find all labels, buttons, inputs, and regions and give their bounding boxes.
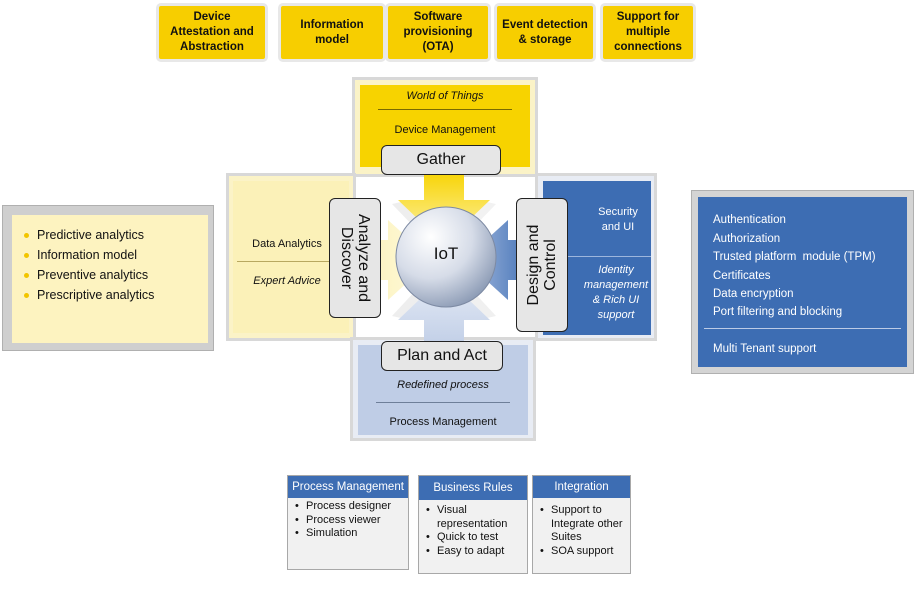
bottom-quadrant-subtitle: Redefined process (397, 379, 489, 391)
feature-box-information-model: Information model (278, 3, 386, 62)
integration-box: Integration Support to Integrate other S… (532, 475, 631, 574)
analytics-list: Predictive analytics Information model P… (24, 225, 154, 305)
iot-label: IoT (433, 244, 459, 263)
pill-design-and-control-label: Design and Control (525, 224, 559, 306)
iot-sphere (395, 206, 497, 308)
bullet-icon (24, 253, 29, 259)
right-quadrant-divider (565, 256, 651, 257)
security-item: Certificates (713, 270, 771, 282)
list-item: Visual representation (425, 504, 525, 531)
list-item: Process viewer (294, 514, 406, 528)
arrow-up-light-blue (398, 276, 490, 350)
security-panel: Authentication Authorization Trusted pla… (691, 190, 914, 374)
right-quadrant-subtitle: Identity management & Rich UI support (583, 264, 649, 321)
top-quadrant-subtitle: World of Things (406, 90, 484, 102)
feature-box-device-attestation: Device Attestation and Abstraction (156, 3, 268, 62)
box-header: Process Management (288, 476, 408, 498)
security-item: Data encryption (713, 288, 794, 300)
bottom-quadrant-title: Process Management (389, 416, 497, 428)
pill-gather: Gather (381, 145, 501, 175)
security-item: Authorization (713, 233, 781, 245)
bullet-icon (24, 293, 29, 299)
top-quadrant-divider (378, 109, 512, 110)
process-management-box: Process Management Process designer Proc… (287, 475, 409, 570)
list-item: Prescriptive analytics (24, 285, 154, 305)
feature-box-multiple-connections: Support for multiple connections (600, 3, 696, 62)
list-item: Process designer (294, 500, 406, 514)
box-list: Process designer Process viewer Simulati… (294, 500, 406, 541)
security-footer: Multi Tenant support (713, 343, 817, 355)
business-rules-box: Business Rules Visual representation Qui… (418, 475, 528, 574)
list-item: Quick to test (425, 531, 525, 545)
feature-box-event-detection: Event detection & storage (494, 3, 596, 62)
list-item: Simulation (294, 527, 406, 541)
feature-box-software-provisioning: Software provisioning (OTA) (385, 3, 491, 62)
list-item: Predictive analytics (24, 225, 154, 245)
security-panel-divider (704, 328, 901, 329)
left-quadrant-subtitle: Expert Advice (253, 275, 321, 287)
box-list: Visual representation Quick to test Easy… (425, 504, 525, 558)
left-quadrant-title: Data Analytics (252, 238, 322, 250)
pill-analyze-and-discover: Analyze and Discover (329, 198, 381, 318)
list-item-label: Information model (37, 248, 138, 262)
list-item-label: Prescriptive analytics (37, 288, 155, 302)
box-header: Business Rules (419, 476, 527, 500)
list-item: Support to Integrate other Suites (539, 504, 628, 545)
bottom-quadrant-divider (376, 402, 510, 403)
list-item: SOA support (539, 545, 628, 559)
list-item: Easy to adapt (425, 545, 525, 559)
right-quadrant-title: Security and UI (598, 206, 638, 233)
left-quadrant-divider (237, 261, 337, 262)
security-item: Trusted platform module (TPM) (713, 251, 876, 263)
analytics-panel: Predictive analytics Information model P… (2, 205, 214, 351)
security-item: Port filtering and blocking (713, 306, 843, 318)
pill-design-and-control: Design and Control (516, 198, 568, 332)
box-list: Support to Integrate other Suites SOA su… (539, 504, 628, 558)
list-item-label: Preventive analytics (37, 268, 149, 282)
box-header: Integration (533, 476, 630, 498)
pill-analyze-and-discover-label: Analyze and Discover (338, 213, 372, 303)
bullet-icon (24, 233, 29, 239)
bullet-icon (24, 273, 29, 279)
list-item: Preventive analytics (24, 265, 154, 285)
pill-plan-and-act: Plan and Act (381, 341, 503, 371)
list-item: Information model (24, 245, 154, 265)
top-quadrant-title: Device Management (394, 124, 496, 136)
list-item-label: Predictive analytics (37, 228, 144, 242)
security-item: Authentication (713, 214, 786, 226)
